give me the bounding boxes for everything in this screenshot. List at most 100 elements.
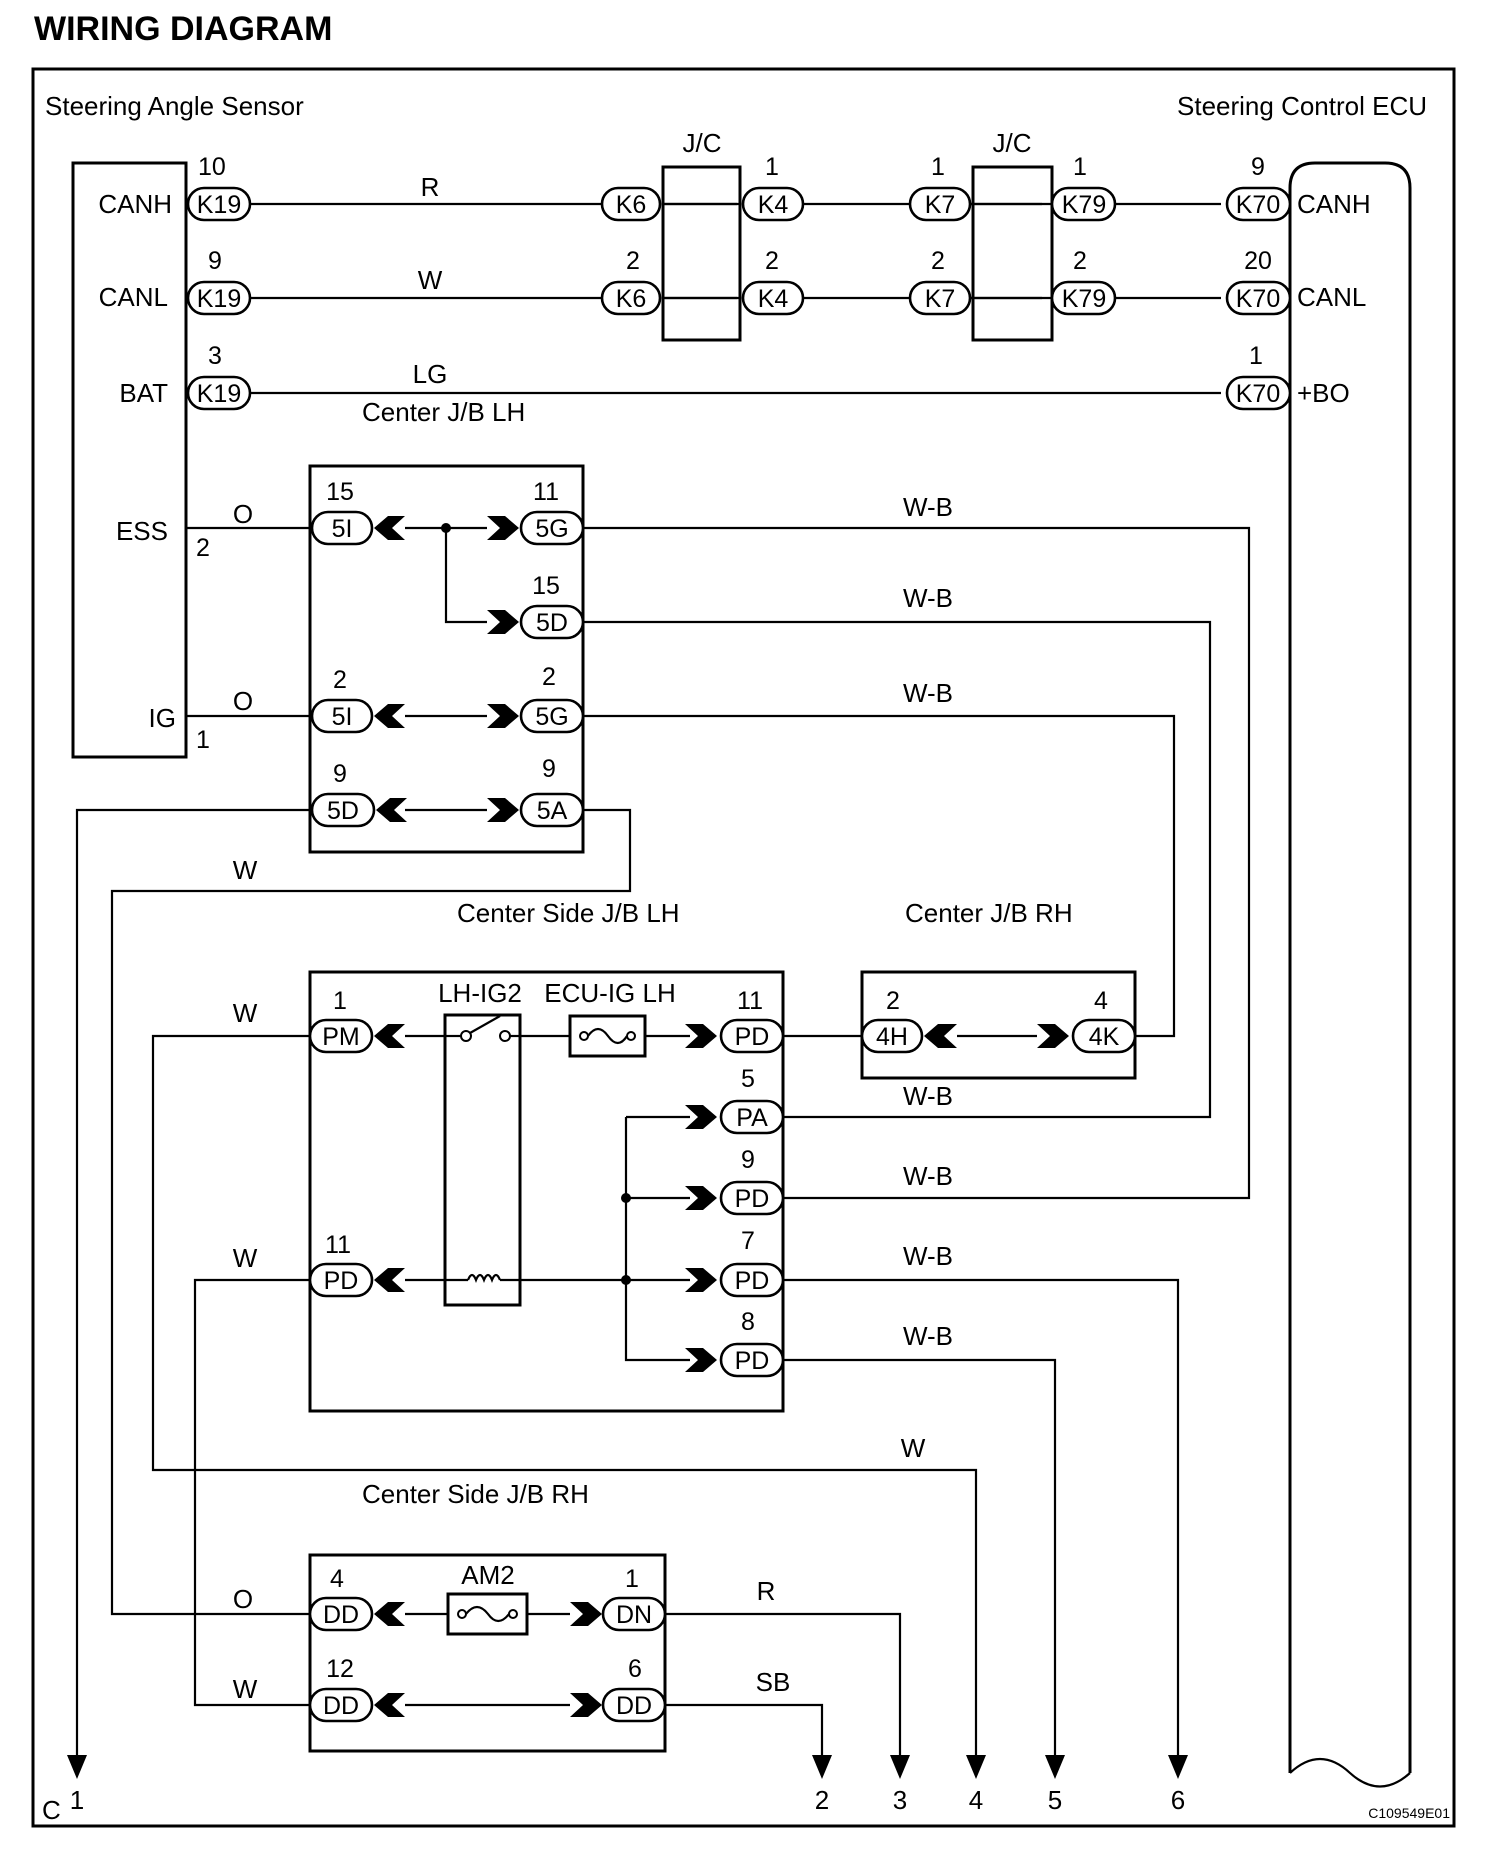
connector-pd-9: PD	[719, 1180, 785, 1216]
pin-number: 11	[325, 1231, 351, 1259]
center-jb-rh-label: Center J/B RH	[905, 898, 1073, 928]
connector-5g-ig: 5G	[519, 698, 585, 734]
pin-number: 2	[542, 663, 556, 691]
connector-k4-canh: K4	[741, 186, 805, 222]
connector-label: PD	[735, 1185, 770, 1213]
pin-number: 9	[208, 247, 222, 275]
ecu-pin-bo: +BO	[1297, 378, 1350, 408]
connector-label: K79	[1062, 285, 1106, 313]
connector-4h: 4H	[860, 1018, 924, 1054]
terminal-label: 6	[1171, 1785, 1185, 1815]
sensor-pin-canh: CANH	[98, 189, 172, 219]
connector-k79-canh: K79	[1050, 186, 1117, 222]
wire-color-w: W	[901, 1433, 926, 1463]
connector-k19-canh: K19	[186, 186, 252, 222]
connector-label: K4	[758, 285, 789, 313]
wire-color-sb: SB	[756, 1667, 791, 1697]
connector-dd-4: DD	[308, 1596, 374, 1632]
center-side-jb-rh-box	[308, 1553, 667, 1753]
pin-number: 1	[765, 153, 779, 181]
connector-chevron-icon	[374, 1024, 717, 1372]
connector-k70-canl: K70	[1225, 280, 1292, 316]
corner-letter: C	[42, 1795, 61, 1825]
connector-dn-1: DN	[601, 1596, 667, 1632]
pin-number: 2	[333, 666, 347, 694]
connector-chevron-icon	[374, 516, 519, 822]
wire-color-o: O	[233, 1584, 253, 1614]
wire-color-r: R	[757, 1576, 776, 1606]
fuse-ecu-ig-label: ECU-IG LH	[544, 978, 675, 1008]
connector-label: PD	[735, 1347, 770, 1375]
fuse-icon	[446, 1592, 529, 1636]
terminal-label: 4	[969, 1785, 983, 1815]
pin-number: 2	[931, 247, 945, 275]
pin-number: 9	[333, 760, 347, 788]
pin-number: 5	[741, 1065, 755, 1093]
connector-label: 4K	[1089, 1023, 1120, 1051]
connector-label: K19	[197, 191, 241, 219]
wire-color-lg: LG	[413, 359, 448, 389]
connector-k4-canl: K4	[741, 280, 805, 316]
connector-k79-canl: K79	[1050, 280, 1117, 316]
wire-color-wb: W-B	[903, 1161, 953, 1191]
wire-color-o: O	[233, 499, 253, 529]
connector-k7-canh: K7	[908, 186, 972, 222]
pin-number: 1	[1073, 153, 1087, 181]
jc-2-box	[971, 165, 1054, 342]
terminal-label: 1	[70, 1785, 84, 1815]
relay-switch-icon	[445, 1015, 520, 1042]
pin-number: 2	[196, 534, 210, 562]
jc-1-box	[661, 165, 742, 342]
sensor-pin-canl: CANL	[99, 282, 168, 312]
pin-number: 10	[198, 153, 226, 181]
connector-label: 5G	[535, 515, 568, 543]
connector-label: 5D	[536, 609, 568, 637]
connector-pd-11-top: PD	[719, 1018, 785, 1054]
wire-color-r: R	[421, 172, 440, 202]
steering-control-ecu-box	[1288, 161, 1412, 1773]
jc-2-label: J/C	[993, 128, 1032, 158]
fuse-am2-label: AM2	[461, 1560, 514, 1590]
connector-chevron-icon	[924, 1024, 1069, 1048]
arrow-down-icon	[67, 1755, 1188, 1779]
connector-pd-7: PD	[719, 1262, 785, 1298]
fuse-icon	[568, 1014, 647, 1058]
connector-label: K70	[1236, 191, 1280, 219]
pin-number: 1	[625, 1565, 639, 1593]
connector-5d-bottom: 5D	[310, 792, 376, 828]
jc-1-label: J/C	[683, 128, 722, 158]
connector-label: K19	[197, 380, 241, 408]
connector-5d-ess: 5D	[519, 604, 585, 640]
ecu-title: Steering Control ECU	[1177, 91, 1427, 121]
wires	[75, 202, 1251, 1755]
connector-label: K4	[758, 191, 789, 219]
connector-pd-8: PD	[719, 1342, 785, 1378]
outer-frame	[31, 67, 1456, 1828]
connector-k6-canl: K6	[600, 280, 662, 316]
relay-label: LH-IG2	[438, 978, 522, 1008]
connector-label: K7	[925, 285, 956, 313]
connector-pm: PM	[308, 1018, 374, 1054]
pin-number: 1	[931, 153, 945, 181]
center-jb-lh-box	[308, 464, 585, 854]
pin-number: 2	[1073, 247, 1087, 275]
connector-label: DN	[616, 1601, 652, 1629]
sensor-title: Steering Angle Sensor	[45, 91, 304, 121]
pin-number: 11	[737, 987, 763, 1015]
connector-label: K19	[197, 285, 241, 313]
connector-label: PA	[736, 1104, 768, 1132]
ecu-break-line	[1289, 1758, 1411, 1788]
pin-number: 2	[626, 247, 640, 275]
connector-label: K7	[925, 191, 956, 219]
center-side-jb-lh-label: Center Side J/B LH	[457, 898, 680, 928]
relay-coil-icon	[445, 1273, 520, 1283]
pin-number: 8	[741, 1308, 755, 1336]
pin-number: 4	[330, 1565, 344, 1593]
pin-number: 2	[886, 987, 900, 1015]
connector-k70-bo: K70	[1225, 375, 1292, 411]
figure-code: C109549E01	[1368, 1805, 1450, 1821]
wire-color-wb: W-B	[903, 678, 953, 708]
wire-color-wb: W-B	[903, 492, 953, 522]
steering-angle-sensor-box	[71, 161, 188, 759]
